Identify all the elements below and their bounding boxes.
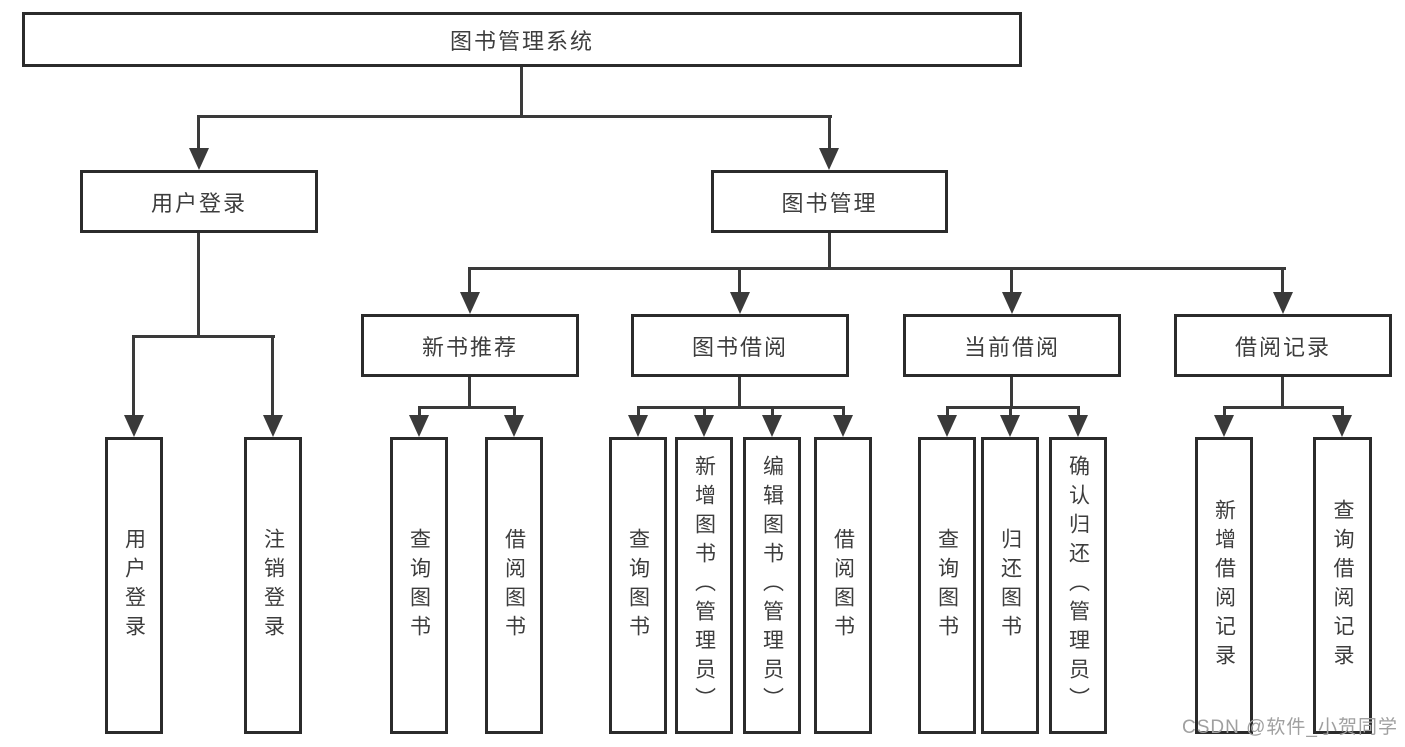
leaf-query-books-current: 查询图书 (918, 437, 976, 734)
connector-line (946, 406, 949, 418)
connector-line (468, 267, 1286, 270)
connector-line (418, 406, 516, 409)
connector-line (1223, 406, 1344, 409)
connector-line (1341, 406, 1344, 418)
connector-line (828, 233, 831, 270)
connector-line (271, 335, 274, 417)
node-borrowing-records: 借阅记录 (1174, 314, 1392, 377)
leaf-confirm-return-admin: 确认归还（管理员） (1049, 437, 1107, 734)
csdn-watermark: CSDN @软件_小贺同学 (1182, 717, 1398, 738)
arrow-down-icon (460, 292, 480, 314)
connector-line (520, 67, 523, 118)
leaf-return-books: 归还图书 (981, 437, 1039, 734)
leaf-add-borrow-record: 新增借阅记录 (1195, 437, 1253, 734)
connector-line (828, 115, 831, 153)
leaf-borrow-books-recommend: 借阅图书 (485, 437, 543, 734)
leaf-borrow-books: 借阅图书 (814, 437, 872, 734)
arrow-down-icon (730, 292, 750, 314)
arrow-down-icon (409, 415, 429, 437)
arrow-down-icon (1273, 292, 1293, 314)
connector-line (468, 377, 471, 409)
connector-line (738, 377, 741, 409)
connector-line (1010, 377, 1013, 409)
connector-line (738, 267, 741, 296)
connector-line (1281, 267, 1284, 296)
connector-line (1077, 406, 1080, 418)
arrow-down-icon (694, 415, 714, 437)
connector-line (1010, 267, 1013, 296)
connector-line (468, 267, 471, 296)
leaf-edit-book-admin: 编辑图书（管理员） (743, 437, 801, 734)
connector-line (197, 233, 200, 338)
connector-line (771, 406, 774, 418)
arrow-down-icon (819, 148, 839, 170)
node-new-book-recommend: 新书推荐 (361, 314, 579, 377)
arrow-down-icon (833, 415, 853, 437)
arrow-down-icon (124, 415, 144, 437)
connector-line (132, 335, 275, 338)
connector-line (1009, 406, 1012, 418)
connector-line (842, 406, 845, 418)
arrow-down-icon (937, 415, 957, 437)
arrow-down-icon (762, 415, 782, 437)
node-current-borrowing: 当前借阅 (903, 314, 1121, 377)
node-book-management: 图书管理 (711, 170, 948, 233)
connector-line (197, 115, 200, 153)
arrow-down-icon (263, 415, 283, 437)
connector-line (132, 335, 135, 417)
arrow-down-icon (1000, 415, 1020, 437)
arrow-down-icon (504, 415, 524, 437)
leaf-query-books-recommend: 查询图书 (390, 437, 448, 734)
connector-line (637, 406, 640, 418)
node-user-login-module: 用户登录 (80, 170, 318, 233)
connector-line (418, 406, 421, 418)
connector-line (513, 406, 516, 418)
connector-line (637, 406, 845, 409)
connector-line (197, 115, 832, 118)
arrow-down-icon (1002, 292, 1022, 314)
leaf-query-books-borrowing: 查询图书 (609, 437, 667, 734)
arrow-down-icon (189, 148, 209, 170)
connector-line (1281, 377, 1284, 409)
leaf-add-book-admin: 新增图书（管理员） (675, 437, 733, 734)
arrow-down-icon (1214, 415, 1234, 437)
node-book-borrowing: 图书借阅 (631, 314, 849, 377)
arrow-down-icon (1332, 415, 1352, 437)
leaf-user-login: 用户登录 (105, 437, 163, 734)
connector-line (946, 406, 1080, 409)
leaf-logout: 注销登录 (244, 437, 302, 734)
arrow-down-icon (1068, 415, 1088, 437)
connector-line (703, 406, 706, 418)
connector-line (1223, 406, 1226, 418)
leaf-query-borrow-record: 查询借阅记录 (1313, 437, 1372, 734)
arrow-down-icon (628, 415, 648, 437)
node-root-system: 图书管理系统 (22, 12, 1022, 67)
